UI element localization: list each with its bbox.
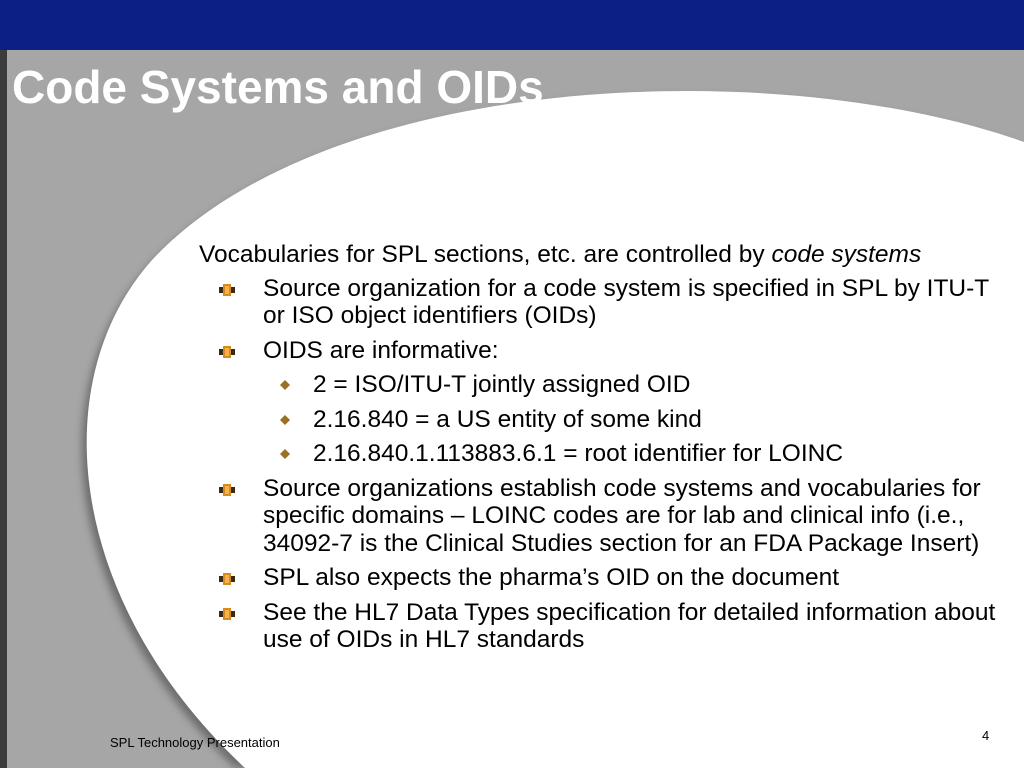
diamond-bullet-icon <box>280 449 290 459</box>
intro-emphasis: code systems <box>771 241 922 268</box>
list-item: Source organization for a code system is… <box>219 274 999 330</box>
square-bullet-icon <box>219 607 235 620</box>
page-number: 4 <box>982 728 990 743</box>
sub-bullet-list: 2 = ISO/ITU-T jointly assigned OID 2.16.… <box>263 371 999 468</box>
list-item: SPL also expects the pharma’s OID on the… <box>219 564 999 592</box>
square-bullet-icon <box>219 483 235 496</box>
square-bullet-icon <box>219 283 235 296</box>
slide-title: Code Systems and OIDs <box>12 61 544 113</box>
diamond-bullet-icon <box>280 414 290 425</box>
intro-text: Vocabularies for SPL sections, etc. are … <box>199 241 772 268</box>
list-item-text: See the HL7 Data Types specification for… <box>263 598 996 654</box>
white-content-area <box>86 91 1024 768</box>
footer-label: SPL Technology Presentation <box>110 735 280 750</box>
square-bullet-icon <box>219 573 235 585</box>
list-item: Source organizations establish code syst… <box>219 474 999 558</box>
list-item-text: Source organization for a code system is… <box>263 274 989 330</box>
top-bar <box>0 0 1024 50</box>
list-item: OIDS are informative: 2 = ISO/ITU-T join… <box>219 336 999 468</box>
bullet-list: Source organization for a code system is… <box>199 275 999 654</box>
list-item: See the HL7 Data Types specification for… <box>219 598 999 654</box>
list-item-text: SPL also expects the pharma’s OID on the… <box>263 564 840 591</box>
sub-list-item-text: 2.16.840.1.113883.6.1 = root identifier … <box>313 440 844 467</box>
list-item-text: Source organizations establish code syst… <box>263 474 981 557</box>
sub-list-item-text: 2 = ISO/ITU-T jointly assigned OID <box>313 371 691 398</box>
sub-list-item-text: 2.16.840 = a US entity of some kind <box>313 405 702 433</box>
sub-list-item: 2.16.840.1.113883.6.1 = root identifier … <box>280 440 999 468</box>
diamond-bullet-icon <box>280 380 290 390</box>
intro-paragraph: Vocabularies for SPL sections, etc. are … <box>199 241 999 269</box>
square-bullet-icon <box>219 345 235 358</box>
left-edge-bar <box>0 50 7 768</box>
sub-list-item: 2 = ISO/ITU-T jointly assigned OID <box>280 371 999 399</box>
slide-content: Vocabularies for SPL sections, etc. are … <box>199 241 999 661</box>
sub-list-item: 2.16.840 = a US entity of some kind <box>280 405 999 434</box>
list-item-text: OIDS are informative: <box>263 336 499 364</box>
